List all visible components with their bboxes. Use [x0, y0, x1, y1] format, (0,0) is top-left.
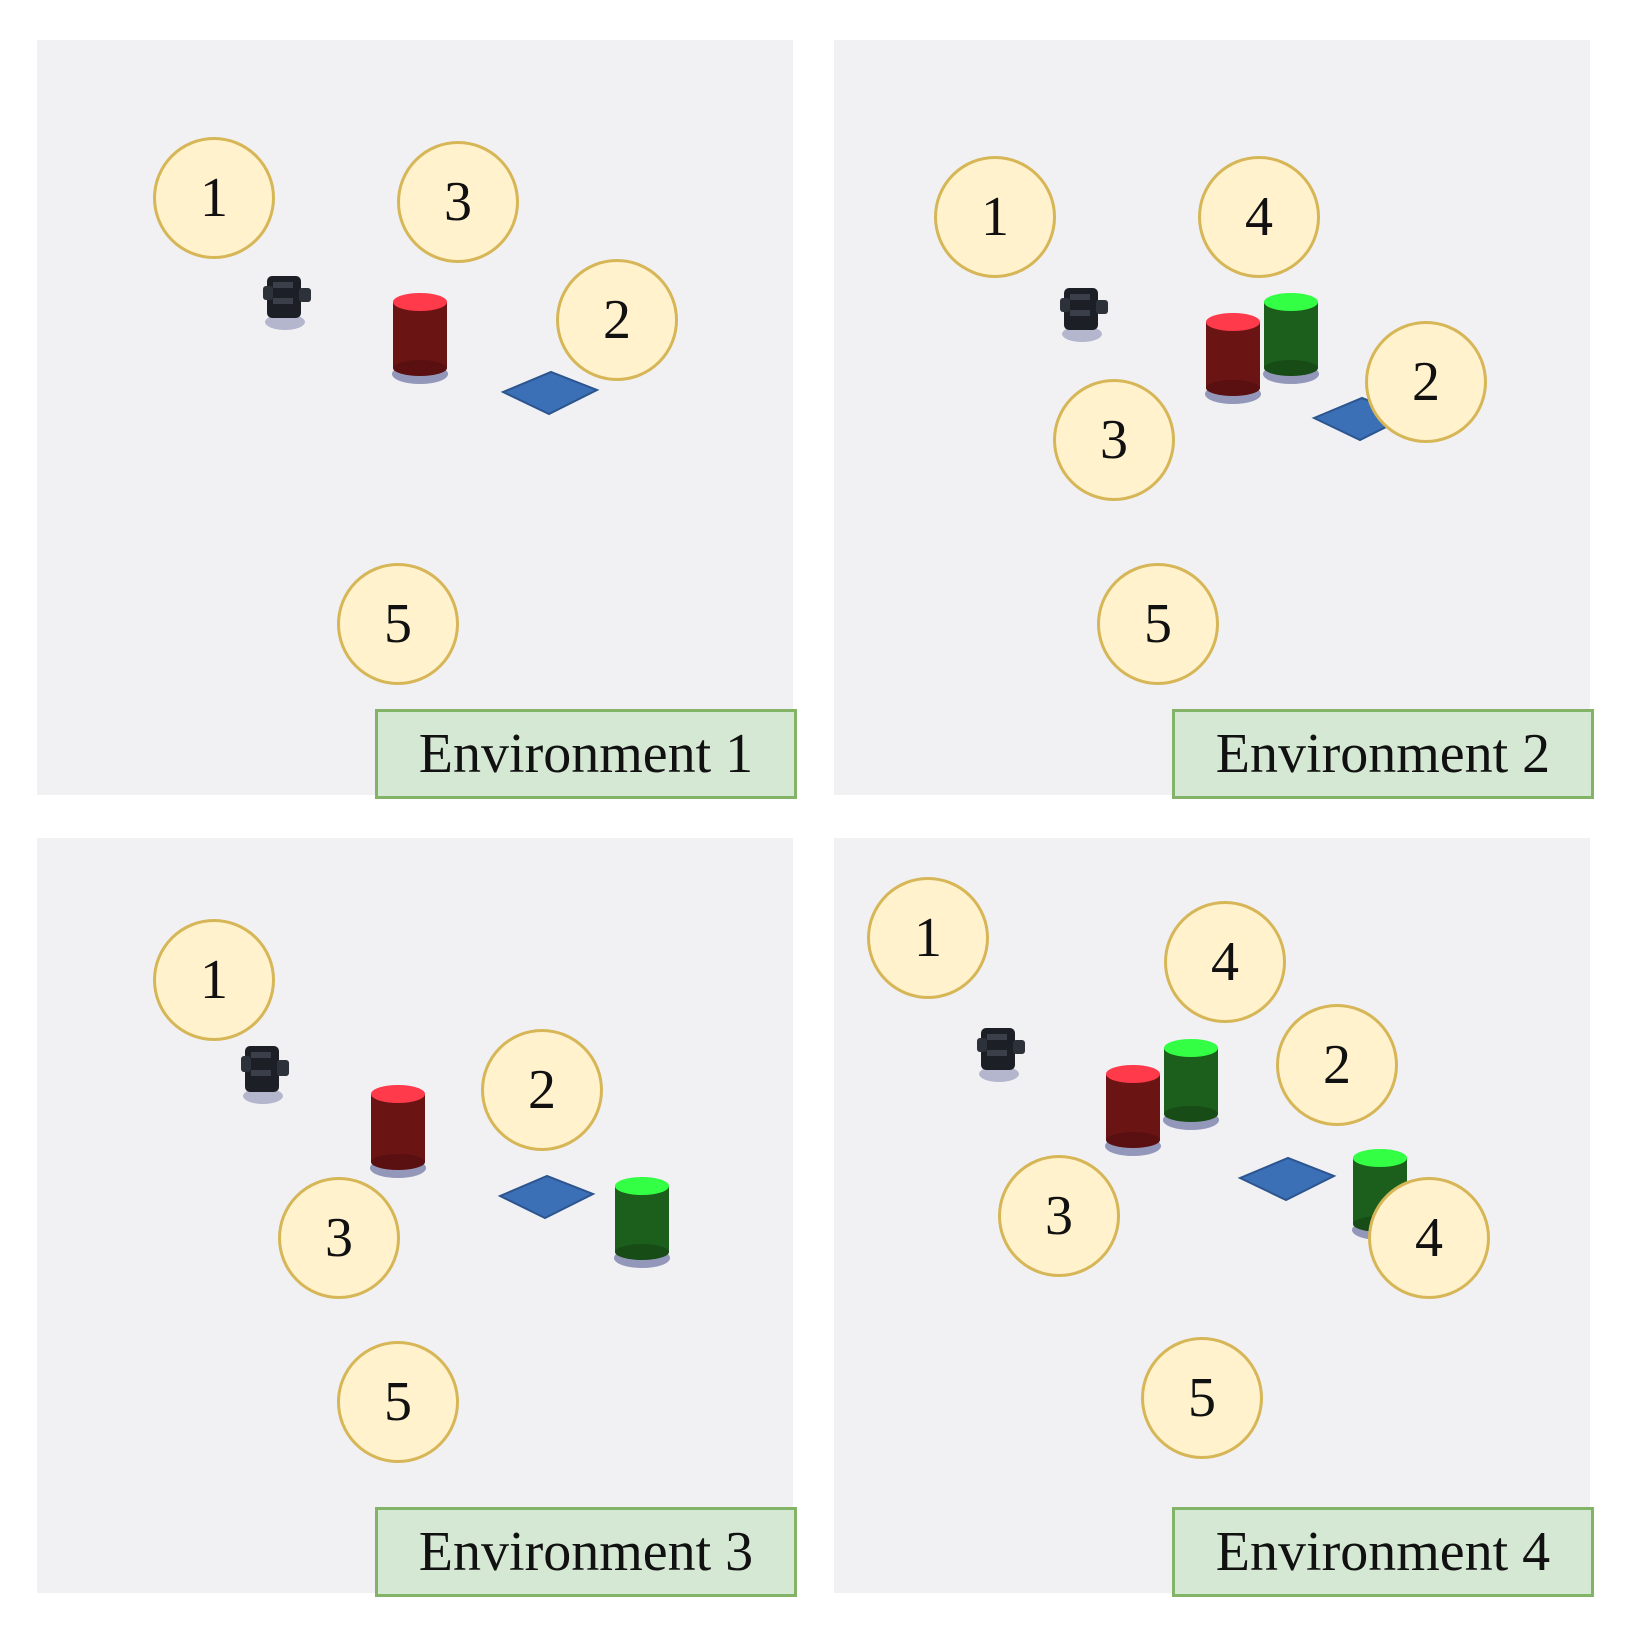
waypoint-badge: 5 [1097, 563, 1219, 685]
green-cylinder-icon [1263, 293, 1319, 384]
blue-goal-tile-icon [497, 1174, 596, 1220]
environment-label: Environment 4 [1172, 1507, 1594, 1597]
waypoint-badge: 2 [1365, 321, 1487, 443]
robot-icon [977, 1028, 1025, 1082]
waypoint-badge: 3 [397, 141, 519, 263]
robot-icon [241, 1046, 289, 1104]
waypoint-badge: 3 [998, 1155, 1120, 1277]
green-cylinder-icon [1163, 1039, 1219, 1130]
blue-goal-tile-icon [500, 370, 600, 416]
waypoint-badge: 4 [1198, 156, 1320, 278]
environment-panel-4: 1 4 2 3 4 5 Environment 4 [834, 838, 1594, 1597]
scene-1 [263, 276, 600, 416]
robot-icon [1060, 288, 1108, 342]
environment-panel-3: 1 2 3 5 Environment 3 [37, 838, 797, 1597]
red-cylinder-icon [1105, 1065, 1161, 1156]
red-cylinder-icon [370, 1085, 426, 1178]
red-cylinder-icon [1205, 313, 1261, 404]
waypoint-badge: 4 [1164, 901, 1286, 1023]
waypoint-badge: 5 [337, 1341, 459, 1463]
blue-goal-tile-icon [1237, 1156, 1337, 1202]
waypoint-badge: 5 [337, 563, 459, 685]
waypoint-badge: 1 [153, 137, 275, 259]
environment-label: Environment 1 [375, 709, 797, 799]
waypoint-badge: 1 [867, 877, 989, 999]
green-cylinder-icon [614, 1177, 670, 1268]
environment-label: Environment 3 [375, 1507, 797, 1597]
environment-panel-1: 1 3 2 5 Environment 1 [37, 40, 797, 799]
environment-label: Environment 2 [1172, 709, 1594, 799]
waypoint-badge: 1 [934, 156, 1056, 278]
waypoint-badge: 3 [278, 1177, 400, 1299]
waypoint-badge: 2 [1276, 1004, 1398, 1126]
scene-3 [241, 1046, 670, 1268]
robot-icon [263, 276, 311, 330]
environment-panel-2: 1 4 2 3 5 Environment 2 [834, 40, 1594, 799]
waypoint-badge: 1 [153, 919, 275, 1041]
red-cylinder-icon [392, 293, 448, 384]
waypoint-badge: 2 [556, 259, 678, 381]
scene-2 [1060, 288, 1411, 442]
waypoint-badge: 5 [1141, 1337, 1263, 1459]
waypoint-badge: 2 [481, 1029, 603, 1151]
waypoint-badge: 3 [1053, 379, 1175, 501]
waypoint-badge: 4 [1368, 1177, 1490, 1299]
scene-4 [977, 1028, 1408, 1240]
